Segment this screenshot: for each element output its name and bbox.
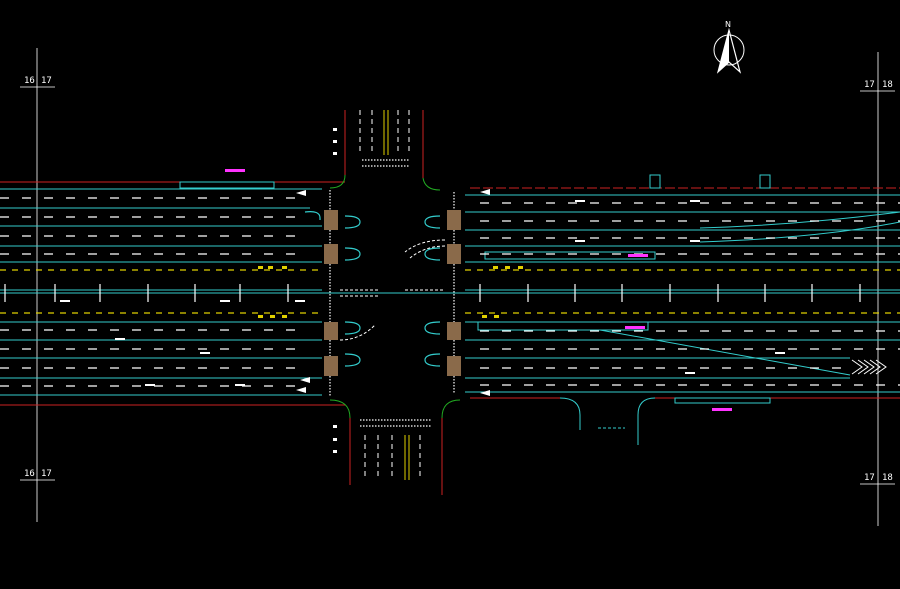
grid-label-left-bottom-b: 17: [41, 469, 52, 479]
zebra-crossings: [329, 190, 455, 396]
south-approach: [364, 435, 421, 480]
road-name-markers: [333, 128, 337, 453]
grid-label-right-bottom-a: 17: [864, 473, 875, 483]
zebra-crossings-ns: [360, 159, 432, 427]
north-arrow-icon: [713, 27, 745, 74]
chevron-hatch: [851, 359, 887, 375]
curb-returns: [329, 174, 461, 419]
crosswalk-blocks: [324, 210, 461, 376]
lane-edges: [0, 174, 900, 445]
grid-label-left-top-b: 17: [41, 76, 52, 86]
grid-lines: [20, 48, 895, 526]
grid-label-left-top-a: 16: [24, 76, 35, 86]
yellow-marks: [258, 266, 523, 318]
grid-label-right-bottom-b: 18: [882, 473, 893, 483]
north-label: N: [725, 20, 731, 29]
arrow-marks: [60, 189, 785, 396]
lane-markings-west: [0, 197, 300, 387]
north-approach: [359, 110, 410, 155]
median-ticks: [4, 284, 861, 302]
road-boundary: [0, 110, 900, 495]
lane-markings-east: [480, 202, 900, 386]
lane-stubs: [304, 211, 441, 367]
grid-label-right-top-a: 17: [864, 80, 875, 90]
center-lines: [0, 269, 900, 314]
turn-guides: [339, 239, 446, 341]
grid-label-right-top-b: 18: [882, 80, 893, 90]
grid-label-left-bottom-a: 16: [24, 469, 35, 479]
annotation-marks: [225, 169, 732, 411]
